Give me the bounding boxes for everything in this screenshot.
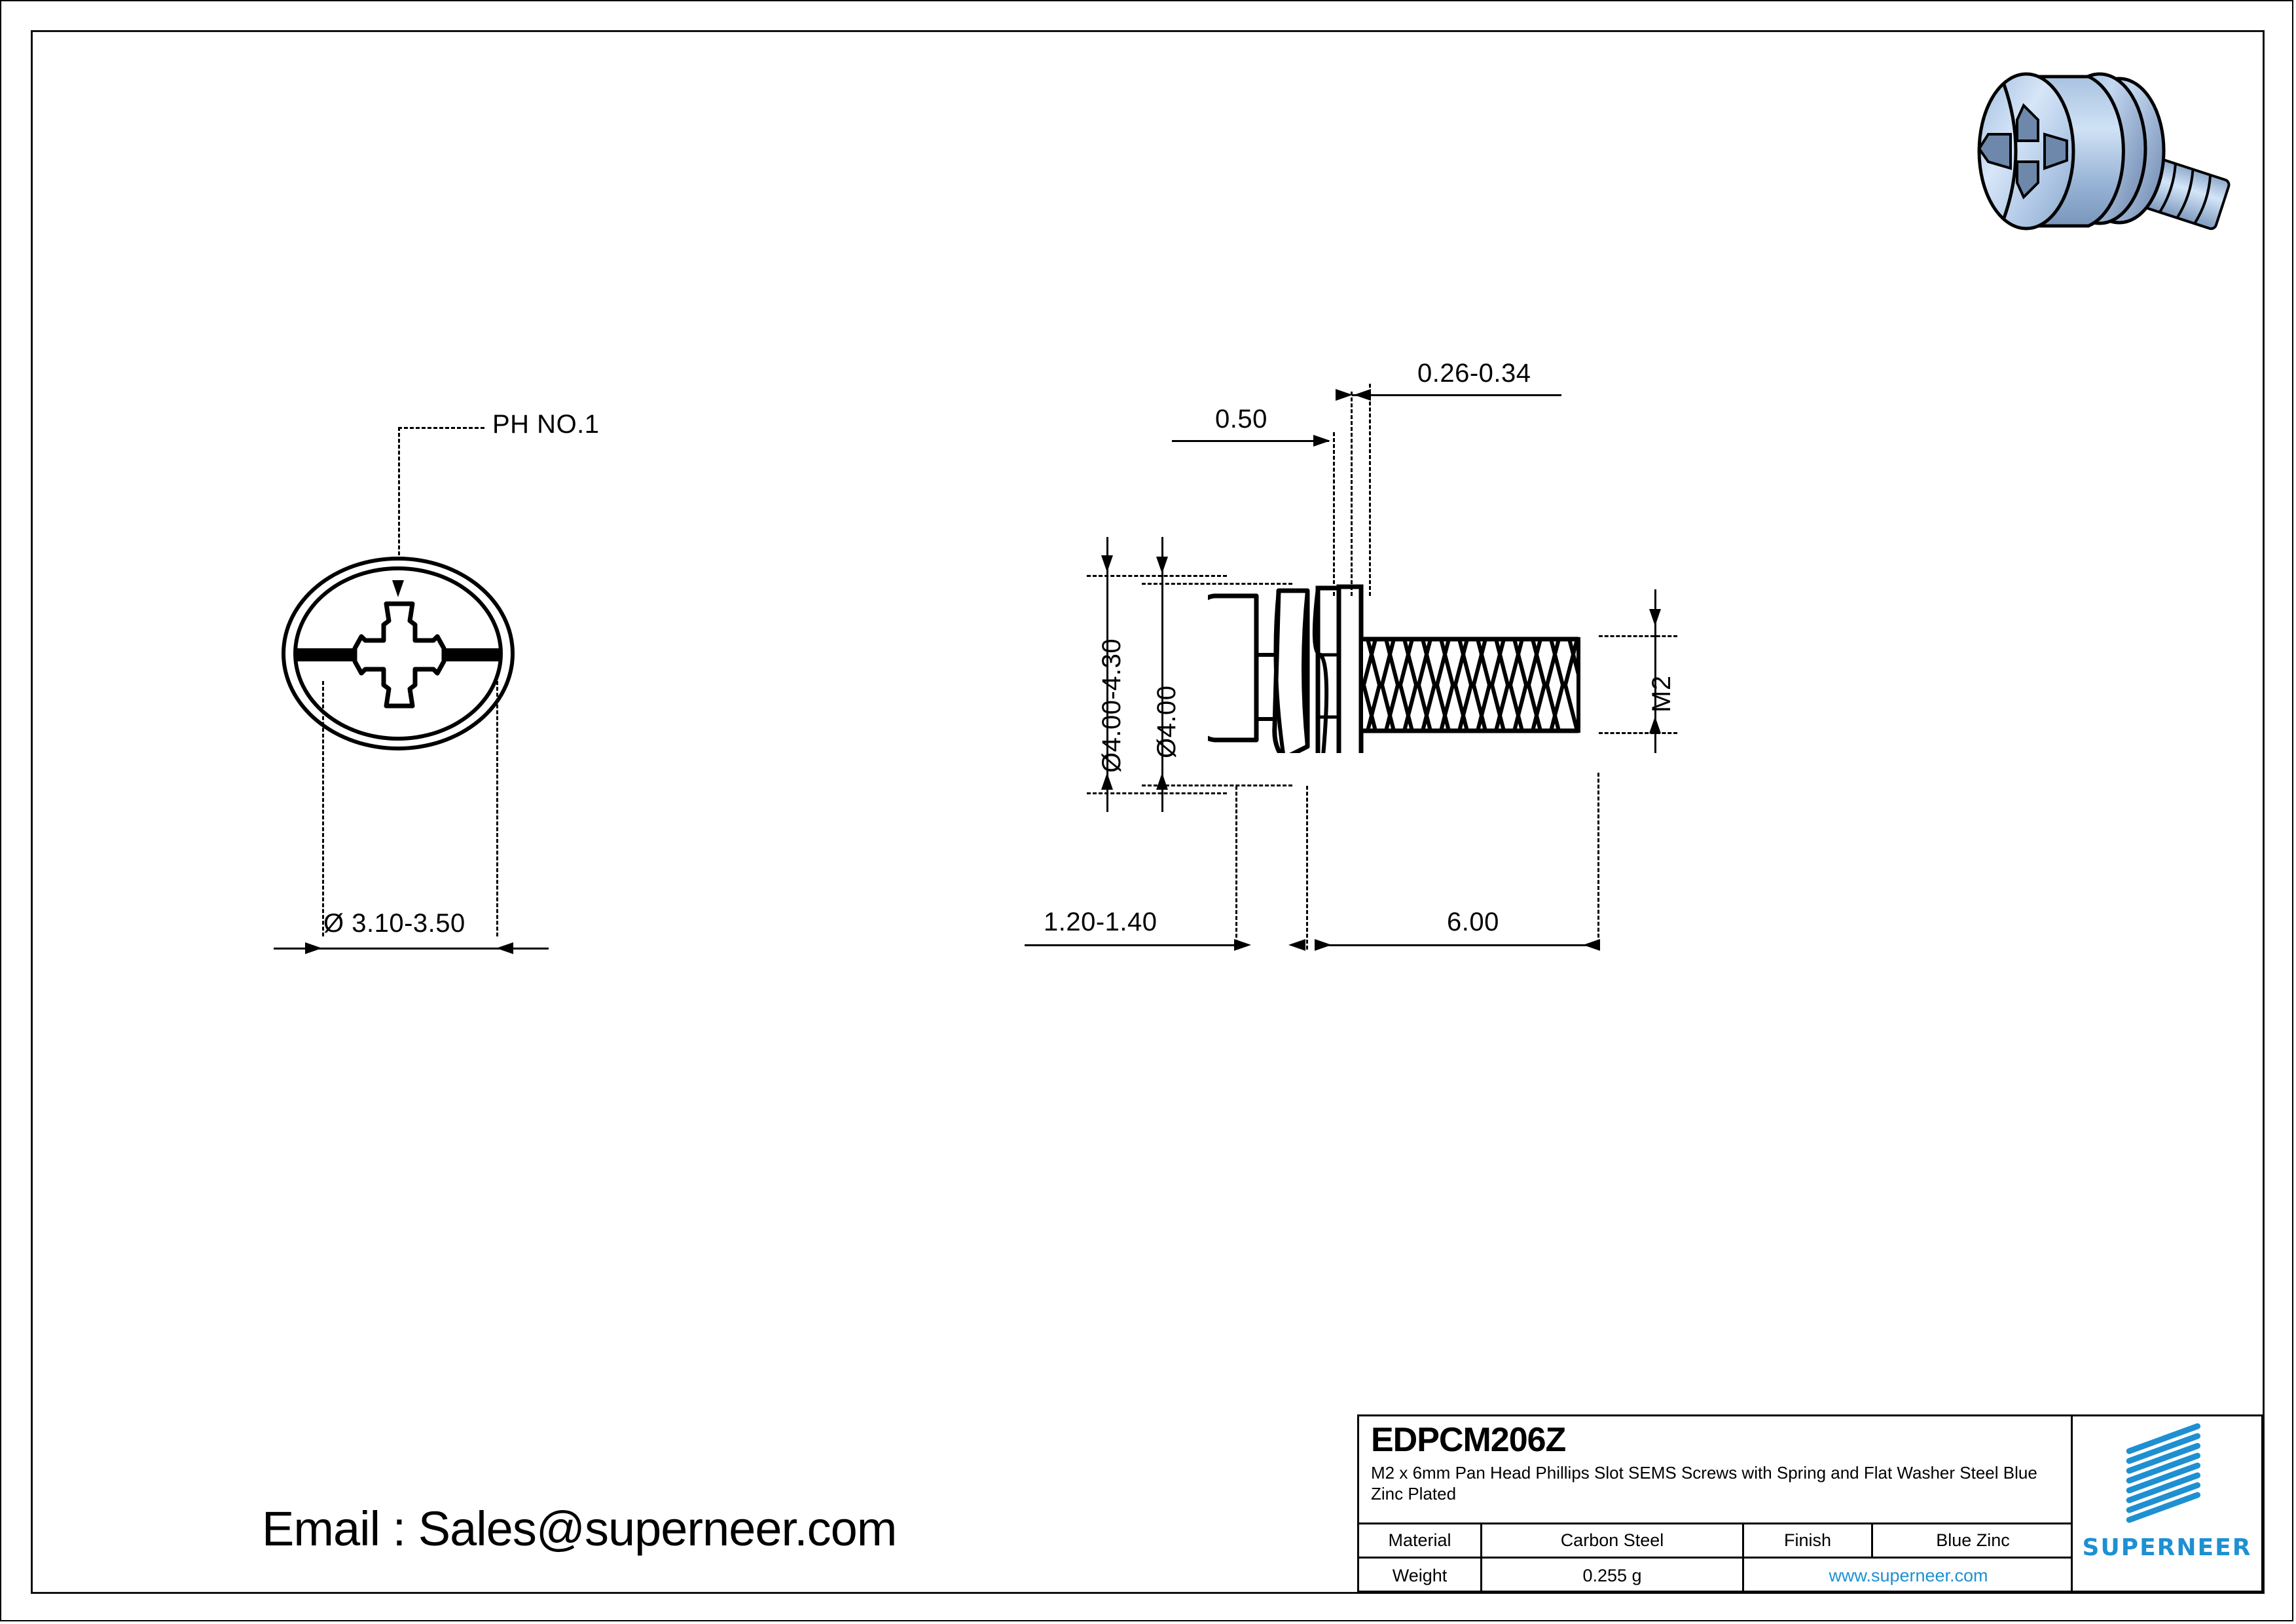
callout-leader-horizontal	[398, 427, 484, 429]
phillips-recess	[297, 601, 501, 709]
ext-line-bottom	[1599, 732, 1677, 734]
spring-washer-dim-line	[1025, 944, 1241, 946]
dim-arrow	[1313, 435, 1330, 447]
washer-diameter-text: Ø4.00	[1152, 685, 1181, 758]
ext-line-top	[1142, 583, 1292, 585]
top-view-diameter-text: Ø 3.10-3.50	[323, 909, 465, 938]
table-row: Weight 0.255 g www.superneer.com	[1359, 1559, 2073, 1593]
dim-arrow-bottom	[1156, 773, 1168, 790]
ext-line-right	[496, 681, 498, 936]
spring-washer-arrow-right	[1288, 939, 1305, 951]
finish-label: Finish	[1744, 1524, 1873, 1557]
side-view-geometry	[1186, 583, 1620, 761]
dim-line	[1161, 537, 1163, 812]
weight-label: Weight	[1359, 1559, 1482, 1593]
part-description: M2 x 6mm Pan Head Phillips Slot SEMS Scr…	[1371, 1463, 2037, 1504]
thread-length-arrow-right	[1583, 939, 1600, 951]
screw-3d-render	[1954, 36, 2242, 252]
ext-line-left	[322, 681, 324, 936]
washer-thickness-text: 0.26-0.34	[1417, 359, 1531, 388]
thread-size-text: M2	[1647, 675, 1676, 712]
dim-arrow-top	[1649, 609, 1661, 626]
ext-line-a	[1351, 392, 1353, 596]
dim-line	[274, 948, 549, 950]
ext-line-washer-right	[1306, 786, 1308, 950]
company-logo: SUPERNEER	[2073, 1416, 2261, 1591]
callout-arrow	[392, 580, 404, 597]
superneer-mark-icon	[2125, 1422, 2202, 1528]
dim-arrow-left	[305, 942, 322, 954]
title-block-info: EDPCM206Z M2 x 6mm Pan Head Phillips Slo…	[1359, 1416, 2073, 1593]
dim-line	[1352, 394, 1561, 396]
head-outer-circle	[282, 557, 515, 750]
dim-line	[1654, 589, 1656, 753]
dim-line	[1172, 440, 1329, 442]
ext-line-thread-start	[1597, 773, 1599, 950]
ext-line-top	[1087, 575, 1227, 577]
website-link[interactable]: www.superneer.com	[1829, 1565, 1988, 1585]
thread-length-arrow-left	[1315, 939, 1332, 951]
ext-line-washer-left	[1235, 786, 1237, 950]
head-height-text: 0.50	[1215, 405, 1267, 434]
dim-arrow-left	[1336, 389, 1353, 401]
ext-line-b	[1369, 384, 1371, 596]
dim-arrow-right	[1354, 389, 1371, 401]
thread-length-text: 6.00	[1447, 908, 1499, 936]
ext-line-top	[1599, 635, 1677, 637]
dim-line	[1106, 537, 1108, 812]
spring-washer-arrow-left	[1234, 939, 1251, 951]
dim-arrow-top	[1156, 557, 1168, 574]
table-row: Material Carbon Steel Finish Blue Zinc	[1359, 1524, 2073, 1559]
ext-line-bottom	[1142, 784, 1292, 786]
company-name: SUPERNEER	[2082, 1534, 2252, 1561]
ph-callout-label: PH NO.1	[492, 410, 600, 439]
weight-value: 0.255 g	[1482, 1559, 1744, 1593]
dim-arrow-bottom	[1101, 773, 1113, 790]
dim-arrow-top	[1101, 555, 1113, 572]
finish-value: Blue Zinc	[1936, 1530, 2010, 1550]
head-diameter-text: Ø4.00-4.30	[1097, 638, 1126, 773]
sheet-inner-frame	[31, 30, 2265, 1594]
title-block: EDPCM206Z M2 x 6mm Pan Head Phillips Slo…	[1357, 1414, 2263, 1593]
ext-line-a	[1333, 432, 1335, 596]
material-label: Material	[1359, 1524, 1482, 1557]
part-code: EDPCM206Z	[1371, 1421, 1566, 1459]
ext-line-bottom	[1087, 792, 1227, 794]
spec-table: Material Carbon Steel Finish Blue Zinc W…	[1359, 1522, 2073, 1593]
callout-leader-vertical	[398, 427, 400, 555]
dim-arrow-right	[496, 942, 513, 954]
thread-length-dim-line	[1316, 944, 1599, 946]
dim-arrow-bottom	[1649, 716, 1661, 733]
top-view: PH NO.1	[282, 410, 599, 753]
contact-email: Email : Sales@superneer.com	[262, 1502, 897, 1556]
material-value: Carbon Steel	[1482, 1524, 1744, 1557]
spring-washer-width-text: 1.20-1.40	[1044, 908, 1157, 936]
